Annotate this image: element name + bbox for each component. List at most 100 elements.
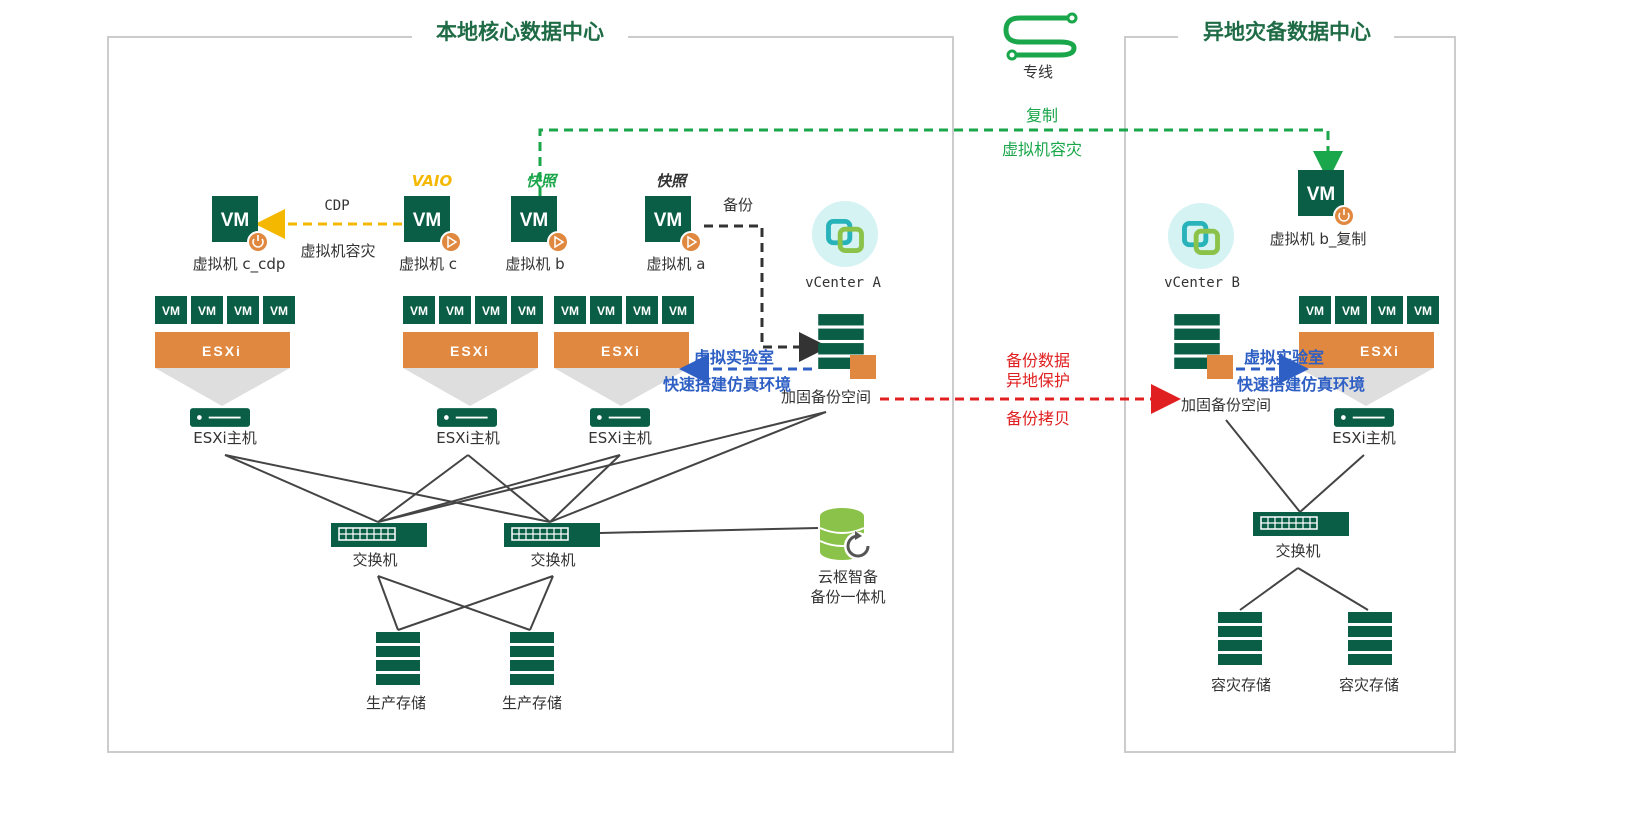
backup-appliance-icon[interactable] (819, 508, 872, 560)
vm-b-label: 虚拟机 b (505, 255, 564, 273)
vm-small-icon (1407, 296, 1439, 324)
vm-c[interactable] (404, 196, 462, 253)
offsite-label-2: 异地保护 (1006, 371, 1070, 390)
esxi-cluster-1: ESXi (155, 296, 295, 427)
appliance-label-1: 云枢智备 (818, 568, 878, 586)
esxi-cluster-2: ESXi (403, 296, 543, 427)
appliance-label-2: 备份一体机 (810, 588, 885, 606)
vm-small-icon (626, 296, 658, 324)
snapshot-tag-a: 快照 (656, 172, 689, 190)
replication-arrow (538, 128, 1343, 196)
cdp-desc: 虚拟机容灾 (300, 242, 375, 260)
local-backup-repository[interactable] (818, 314, 876, 379)
vm-small-icon (191, 296, 223, 324)
vcenter-b-label: vCenter B (1164, 275, 1240, 291)
cdp-label: CDP (324, 198, 349, 214)
snapshot-tag-b: 快照 (526, 172, 559, 190)
vm-b[interactable] (511, 196, 569, 253)
offsite-label-1: 备份数据 (1006, 351, 1070, 370)
switch-icon-remote[interactable] (1253, 512, 1349, 536)
switch-label-2: 交换机 (530, 551, 575, 569)
host-icon (190, 408, 250, 427)
offsite-label-3: 备份拷贝 (1006, 409, 1070, 428)
vm-a-label: 虚拟机 a (647, 255, 706, 273)
vm-small-icon (227, 296, 259, 324)
power-icon (1333, 205, 1355, 227)
vm-small-icon (1371, 296, 1403, 324)
vcenter-b-icon (1168, 203, 1234, 269)
backup-label: 备份 (723, 196, 753, 214)
local-lab-desc: 快速搭建仿真环境 (663, 375, 791, 394)
esxi-label: ESXi (601, 343, 641, 359)
vm-c-label: 虚拟机 c (399, 255, 457, 273)
vm-b-copy[interactable] (1298, 170, 1355, 227)
backup-arrow (704, 224, 829, 362)
local-datacenter-title: 本地核心数据中心 (436, 19, 604, 44)
vm-small-icon (511, 296, 543, 324)
esxi-label: ESXi (202, 343, 242, 359)
play-icon (440, 231, 462, 253)
play-icon (680, 231, 702, 253)
production-storage-label-2: 生产存储 (502, 694, 562, 712)
vm-small-icon (263, 296, 295, 324)
remote-lab-desc: 快速搭建仿真环境 (1237, 375, 1365, 394)
esxi-host-label-2: ESXi主机 (436, 429, 499, 447)
host-icon (437, 408, 497, 427)
esxi-label: ESXi (450, 343, 490, 359)
vm-small-icon (1335, 296, 1367, 324)
production-storage-icon-2[interactable] (510, 632, 554, 685)
vcenter-a-icon (812, 201, 878, 267)
vm-small-icon (439, 296, 471, 324)
host-icon (590, 408, 650, 427)
switch-icon-1[interactable] (331, 523, 427, 547)
vm-small-icon (590, 296, 622, 324)
vcenter-a-label: vCenter A (805, 275, 881, 291)
esxi-host-label-remote: ESXi主机 (1332, 429, 1395, 447)
remote-network-links (1225, 419, 1369, 611)
dr-storage-icon-2[interactable] (1348, 612, 1392, 665)
switch-label-remote: 交换机 (1275, 542, 1320, 560)
dedicated-line-icon (1003, 12, 1078, 61)
remote-datacenter-title: 异地灾备数据中心 (1203, 19, 1371, 44)
power-icon (247, 231, 269, 253)
play-icon (547, 231, 569, 253)
esxi-host-label-3: ESXi主机 (588, 429, 651, 447)
vm-b-copy-label: 虚拟机 b_复制 (1270, 230, 1367, 249)
vm-small-icon (403, 296, 435, 324)
dr-storage-icon-1[interactable] (1218, 612, 1262, 665)
remote-lab-label: 虚拟实验室 (1244, 348, 1324, 367)
remote-backup-space-label: 加固备份空间 (1181, 396, 1271, 414)
vm-small-icon (475, 296, 507, 324)
production-storage-label-1: 生产存储 (366, 694, 426, 712)
vm-a[interactable] (645, 196, 702, 253)
local-datacenter-zone: 本地核心数据中心 (107, 19, 954, 753)
vm-small-icon (662, 296, 694, 324)
local-network-links (224, 411, 827, 631)
local-lab-label: 虚拟实验室 (694, 348, 774, 367)
vm-small-icon (554, 296, 586, 324)
remote-datacenter-zone: 异地灾备数据中心 (1124, 19, 1456, 753)
switch-icon-2[interactable] (504, 523, 600, 547)
esxi-cluster-3: ESXi (554, 296, 694, 427)
local-backup-space-label: 加固备份空间 (781, 388, 871, 406)
dr-storage-label-2: 容灾存储 (1339, 676, 1399, 694)
vaio-tag: VAIO (412, 172, 453, 190)
shield-block (1207, 355, 1233, 379)
replication-label: 复制 (1026, 106, 1058, 125)
vm-small-icon (155, 296, 187, 324)
dr-storage-label-1: 容灾存储 (1211, 676, 1271, 694)
replication-desc: 虚拟机容灾 (1002, 140, 1082, 159)
dedicated-line-label: 专线 (1023, 63, 1053, 81)
vm-c-cdp-label: 虚拟机 c_cdp (193, 255, 286, 274)
esxi-host-label-1: ESXi主机 (193, 429, 256, 447)
production-storage-icon-1[interactable] (376, 632, 420, 685)
host-icon (1334, 408, 1394, 427)
remote-backup-repository[interactable] (1174, 314, 1233, 379)
esxi-cluster-remote: ESXi (1299, 296, 1439, 427)
shield-block (850, 355, 876, 379)
esxi-label: ESXi (1360, 343, 1400, 359)
vm-small-icon (1299, 296, 1331, 324)
switch-label-1: 交换机 (352, 551, 397, 569)
vm-c-cdp[interactable] (212, 196, 269, 253)
